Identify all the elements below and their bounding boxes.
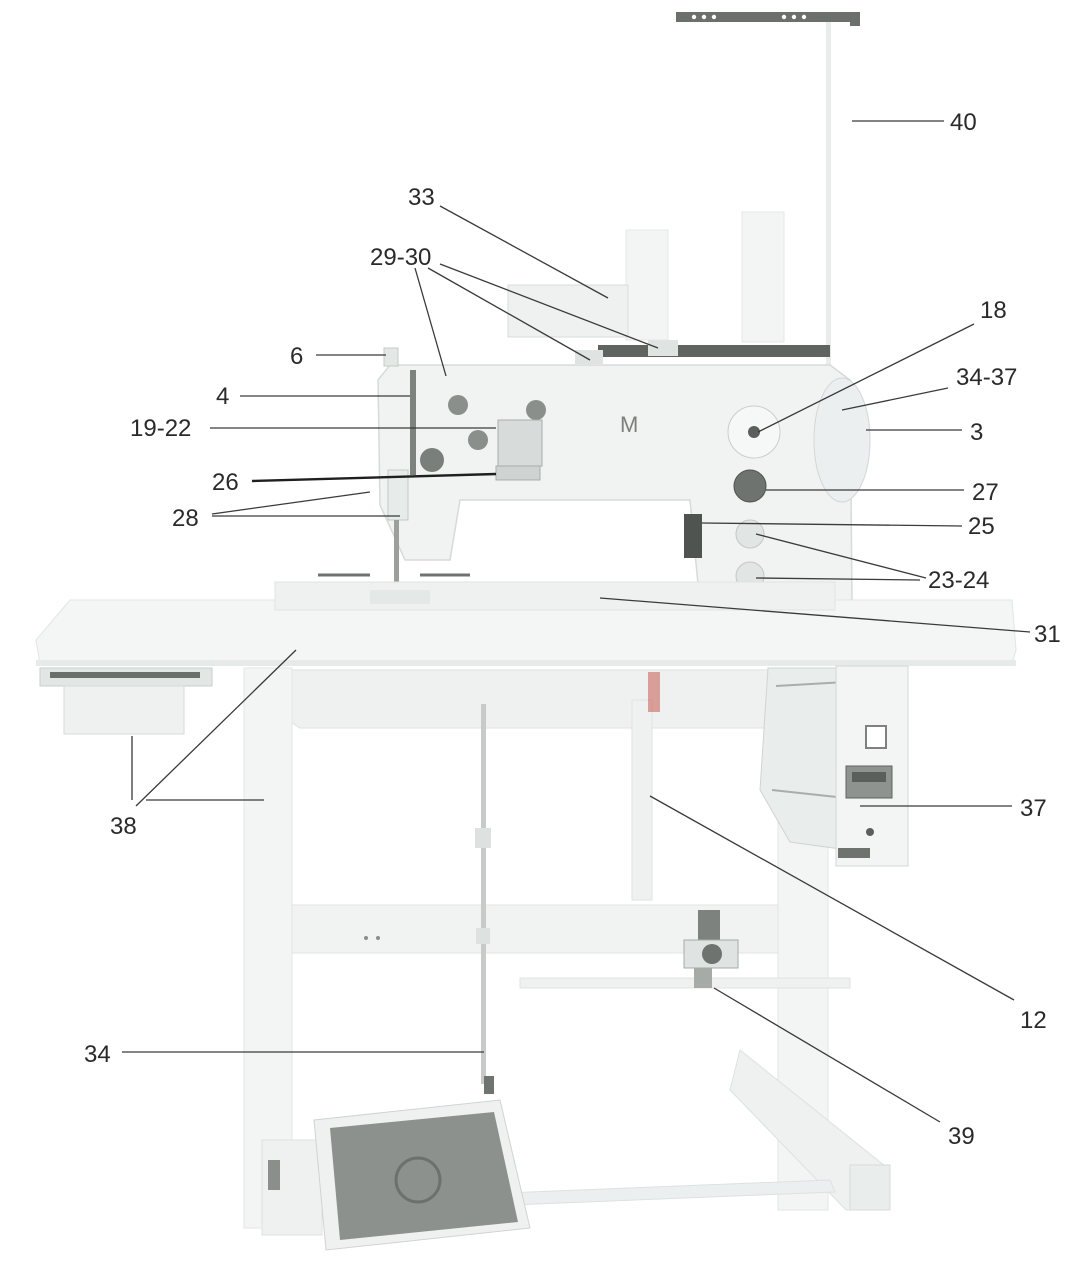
- thread-stand-pole: [826, 22, 831, 610]
- label-38: 38: [110, 813, 137, 840]
- thread-stand-bar: [676, 12, 860, 22]
- label-12: 12: [1020, 1007, 1047, 1034]
- pneumatic-unit: [683, 910, 739, 988]
- thread-cone-1: [625, 229, 669, 341]
- label-26: 26: [212, 469, 239, 496]
- knee-lifter-tube: [631, 699, 653, 901]
- label-3: 3: [970, 419, 983, 446]
- control-box: [759, 665, 909, 867]
- label-18: 18: [980, 297, 1007, 324]
- label-37: 37: [1020, 795, 1047, 822]
- label-33: 33: [408, 184, 435, 211]
- label-23-24: 23-24: [928, 567, 989, 594]
- label-34-37: 34-37: [956, 364, 1017, 391]
- drawer: [39, 667, 213, 735]
- label-28: 28: [172, 505, 199, 532]
- label-27: 27: [972, 479, 999, 506]
- machine-bed: [274, 581, 836, 611]
- pedal-assembly: [313, 704, 531, 1251]
- callout-labels: 40 33 29-30 18 6 34-37 4 3 19-22 26 27 2…: [84, 109, 1061, 1150]
- label-19-22: 19-22: [130, 415, 191, 442]
- handwheel: [813, 377, 871, 503]
- power-switch: [865, 725, 887, 749]
- label-25: 25: [968, 513, 995, 540]
- keypad-26: [495, 465, 541, 481]
- thread-stand: [598, 12, 860, 610]
- thread-cone-2: [741, 211, 785, 343]
- thread-stand-lower-bar: [598, 345, 830, 357]
- knob-23: [735, 519, 765, 549]
- label-4: 4: [216, 383, 229, 410]
- thread-take-up: [410, 370, 416, 475]
- label-31: 31: [1034, 621, 1061, 648]
- leader-lines: [122, 120, 1031, 1123]
- lever-25: [684, 514, 702, 558]
- label-29-30: 29-30: [370, 244, 431, 271]
- label-6: 6: [290, 343, 303, 370]
- label-40: 40: [950, 109, 977, 136]
- label-39: 39: [948, 1123, 975, 1150]
- oil-pan: [264, 669, 811, 729]
- knob-27: [733, 469, 767, 503]
- table-top: [35, 573, 1017, 666]
- machine-head: M: [377, 284, 871, 606]
- label-34: 34: [84, 1041, 111, 1068]
- needle-bar: [394, 520, 399, 592]
- brand-logo: M: [620, 412, 638, 437]
